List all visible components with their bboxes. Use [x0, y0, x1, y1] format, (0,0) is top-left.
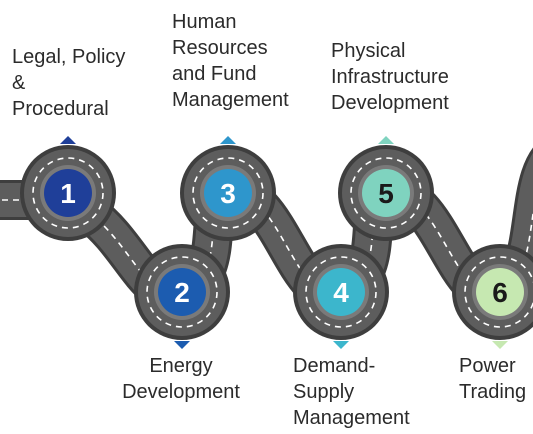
stage-6-marker-icon: [492, 341, 508, 349]
stage-6-number: 6: [492, 277, 508, 308]
stage-3-dashed-ring: [192, 157, 264, 229]
stage-5-label: Physical Infrastructure Development: [331, 40, 449, 114]
stage-1-label: Legal, Policy & Procedural: [12, 46, 126, 120]
stage-6-badge: [476, 268, 524, 316]
stage-4-marker-icon: [333, 341, 349, 349]
stage-1-number: 1: [60, 178, 76, 209]
stage-1-badge: [44, 169, 92, 217]
stage-1-node: 1: [20, 145, 116, 241]
stage-5-number: 5: [378, 178, 394, 209]
stage-2-badge: [158, 268, 206, 316]
stage-4-badge: [317, 268, 365, 316]
stage-2-dashed-ring: [146, 256, 218, 328]
stage-5-dashed-ring: [350, 157, 422, 229]
stage-nodes: 1 2 3 4 5 6: [20, 136, 533, 349]
stage-4-dashed-ring: [305, 256, 377, 328]
stage-6-label: Power Trading: [459, 355, 527, 403]
stage-3-node: 3: [180, 145, 276, 241]
stage-5-marker-icon: [378, 136, 394, 144]
stage-3-marker-icon: [220, 136, 236, 144]
stage-2-node: 2: [134, 244, 230, 340]
stage-6-node: 6: [452, 244, 533, 340]
stage-2-label: Energy Development: [122, 355, 240, 403]
stage-4-number: 4: [333, 277, 349, 308]
stage-3-label: Human Resources and Fund Management: [172, 11, 289, 111]
stage-1-dashed-ring: [32, 157, 104, 229]
stage-5-node: 5: [338, 145, 434, 241]
stage-4-node: 4: [293, 244, 389, 340]
stage-4-label: Demand- Supply Management: [293, 355, 410, 429]
stage-2-number: 2: [174, 277, 190, 308]
stage-3-badge: [204, 169, 252, 217]
stage-3-number: 3: [220, 178, 236, 209]
stage-2-marker-icon: [174, 341, 190, 349]
stage-1-marker-icon: [60, 136, 76, 144]
stage-5-badge: [362, 169, 410, 217]
